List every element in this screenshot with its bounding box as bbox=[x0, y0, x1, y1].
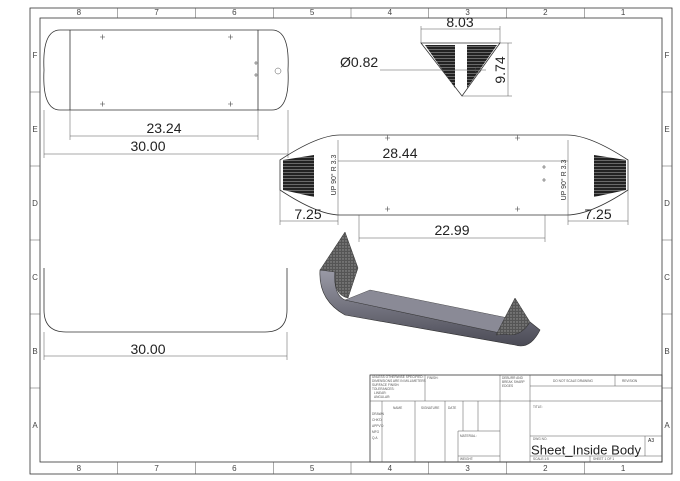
col-date: DATE bbox=[448, 406, 456, 410]
notes-line: SURFACE FINISH: bbox=[372, 383, 399, 387]
zone-row-label: E bbox=[664, 125, 669, 134]
sheet-size: A3 bbox=[648, 438, 654, 444]
scale-label: SCALE:1:5 bbox=[533, 457, 549, 461]
zone-column-label: 1 bbox=[621, 8, 626, 17]
zone-column-label: 3 bbox=[465, 464, 470, 473]
dim-9-74: 9.74 bbox=[492, 56, 508, 83]
deburr-label: BREAK SHARP bbox=[502, 380, 525, 384]
zone-column-label: 6 bbox=[232, 464, 237, 473]
zone-column-label: 2 bbox=[543, 464, 548, 473]
notes-line: TOLERANCES: bbox=[372, 387, 395, 391]
col-name: NAME bbox=[393, 406, 402, 410]
zone-column-label: 8 bbox=[77, 464, 82, 473]
zone-column-label: 6 bbox=[232, 8, 237, 17]
title-label: TITLE: bbox=[533, 405, 543, 409]
zone-column-label: 5 bbox=[310, 464, 315, 473]
dim-8-03: 8.03 bbox=[446, 14, 473, 30]
zone-row-label: C bbox=[32, 273, 38, 282]
title-block bbox=[369, 374, 663, 463]
front-view: 30.00 bbox=[43, 268, 288, 360]
notes-line: ANGULAR: bbox=[374, 395, 390, 399]
dim-30-00-front: 30.00 bbox=[130, 341, 165, 357]
flat-pattern-view: 28.44 UP 90° R 3.3 UP 90° R 3.3 7.25 7.2… bbox=[279, 134, 629, 242]
zone-column-label: 5 bbox=[310, 8, 315, 17]
col-signature: SIGNATURE bbox=[421, 406, 439, 410]
deburr-label: EDGES bbox=[502, 384, 513, 388]
row-mfg: MFG bbox=[372, 430, 380, 434]
finish-label: FINISH: bbox=[427, 376, 438, 380]
bend-note-right: UP 90° R 3.3 bbox=[560, 159, 568, 200]
isometric-view bbox=[319, 231, 541, 347]
zone-row-label: C bbox=[664, 273, 670, 282]
row-qa: Q.A bbox=[372, 436, 378, 440]
notes-line: LINEAR: bbox=[374, 391, 387, 395]
weight-label: WEIGHT: bbox=[460, 457, 473, 461]
dim-22-99: 22.99 bbox=[434, 222, 469, 238]
material-label: MATERIAL: bbox=[460, 434, 477, 438]
dim-23-24: 23.24 bbox=[146, 120, 181, 136]
revision-label: REVISION bbox=[622, 379, 638, 383]
zone-column-label: 1 bbox=[621, 464, 626, 473]
inner-border bbox=[39, 17, 663, 463]
end-view: 8.03 9.74 Ø0.82 bbox=[340, 14, 512, 97]
zone-row-label: E bbox=[32, 125, 37, 134]
deburr-label: DEBURR AND bbox=[502, 376, 524, 380]
dwg-no-label: DWG NO. bbox=[533, 437, 547, 441]
top-view: 23.24 30.00 bbox=[43, 29, 289, 158]
zone-row-label: D bbox=[664, 199, 670, 208]
zone-column-label: 4 bbox=[388, 8, 393, 17]
zone-row-label: F bbox=[665, 51, 670, 60]
sheet-label: SHEET 1 OF 1 bbox=[593, 457, 614, 461]
zone-row-label: B bbox=[32, 347, 37, 356]
hole-mark-icon bbox=[100, 34, 258, 107]
dim-hole-diameter: Ø0.82 bbox=[340, 54, 378, 70]
dim-28-44: 28.44 bbox=[382, 145, 417, 161]
row-checked: CHK'D bbox=[372, 418, 382, 422]
row-approved: APPV'D bbox=[372, 424, 384, 428]
outer-border bbox=[29, 7, 673, 475]
notes-line: DIMENSIONS ARE IN MILLIMETERS bbox=[372, 379, 426, 383]
zone-row-label: A bbox=[32, 421, 38, 430]
zone-column-label: 3 bbox=[465, 8, 470, 17]
do-not-scale: DO NOT SCALE DRAWING bbox=[553, 379, 593, 383]
drawing-name: Sheet_Inside Body bbox=[531, 443, 641, 458]
zone-row-label: D bbox=[32, 199, 38, 208]
hole-mark-icon bbox=[385, 135, 546, 212]
zone-column-label: 8 bbox=[77, 8, 82, 17]
zone-row-label: A bbox=[664, 421, 670, 430]
bend-note-left: UP 90° R 3.3 bbox=[330, 154, 338, 195]
zone-row-label: B bbox=[664, 347, 669, 356]
dim-7-25-left: 7.25 bbox=[294, 206, 321, 222]
row-drawn: DRAWN bbox=[372, 412, 385, 416]
zone-column-label: 2 bbox=[543, 8, 548, 17]
zone-row-label: F bbox=[33, 51, 38, 60]
zone-column-label: 4 bbox=[388, 464, 393, 473]
notes-line: UNLESS OTHERWISE SPECIFIED: bbox=[372, 375, 424, 379]
dim-7-25-right: 7.25 bbox=[584, 206, 611, 222]
dim-30-00-top: 30.00 bbox=[130, 138, 165, 154]
zone-column-label: 7 bbox=[154, 8, 159, 17]
zone-column-label: 7 bbox=[154, 464, 159, 473]
title-block-text: UNLESS OTHERWISE SPECIFIED: DIMENSIONS A… bbox=[372, 375, 654, 461]
